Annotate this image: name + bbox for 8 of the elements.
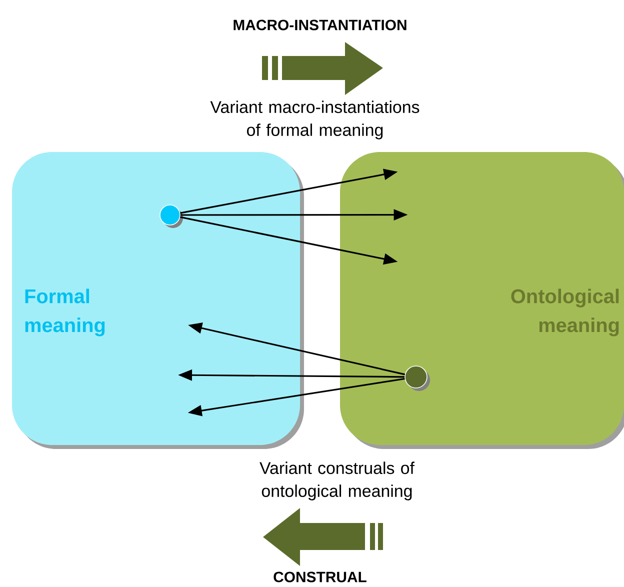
dot <box>404 366 430 391</box>
rounded-box: Ontological meaning <box>340 152 624 449</box>
dot <box>160 204 183 228</box>
rounded-box: Formal meaning <box>12 152 304 449</box>
heading: MACRO-INSTANTIATION <box>234 20 406 30</box>
caption: Variant macro-instantiations of formal meaning <box>210 100 420 140</box>
caption: Variant construals of ontological meaning <box>260 462 414 500</box>
heading: CONSTRUAL <box>274 572 366 582</box>
